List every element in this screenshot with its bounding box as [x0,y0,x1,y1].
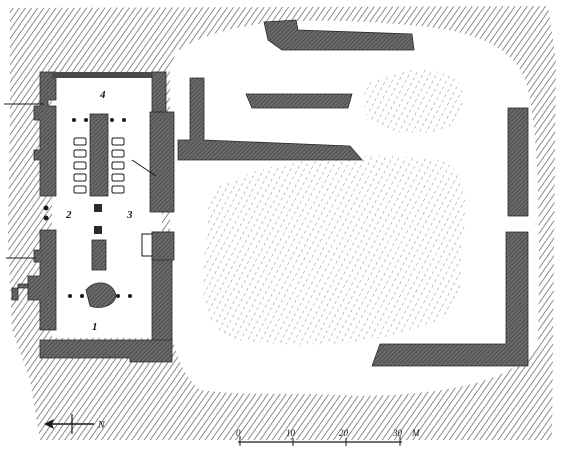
upper-mid-wall [245,93,353,109]
north-arrow: N [44,414,106,434]
leader-line-east [131,159,157,177]
bench-row-right [111,137,125,194]
inner-rubble-patch [202,155,466,345]
west-wall-lower [11,229,57,331]
scale-tick-10: 10 [286,428,296,438]
top-wall-segment [263,19,415,51]
north-label: N [97,420,106,431]
central-pier [89,113,109,197]
scale-unit: M [411,428,420,438]
east-wall-mid [149,111,175,213]
inner-rubble-patch-small [363,69,464,134]
rubble-heap [85,282,117,308]
courtyard-walls [151,19,529,367]
room-label-1: 1 [92,321,98,333]
east-south-wall [371,231,529,367]
small-pier [94,226,102,234]
east-wall-upper-segment [507,107,529,217]
scale-bar: 0 10 20 30 M [236,428,420,446]
north-wall [52,72,164,78]
bench-row-left [73,137,87,194]
south-wall [39,339,173,363]
altar-block [91,239,107,271]
scale-tick-20: 20 [339,428,349,438]
room-label-2: 2 [65,209,72,221]
scale-tick-30: 30 [392,428,403,438]
scale-tick-0: 0 [236,428,241,438]
courtyard-pier [151,231,175,261]
arrowhead-icon [44,419,54,429]
north-courtyard-wall [177,77,363,161]
room-label-4: 4 [99,89,106,101]
west-wall [33,71,57,197]
small-pier-2 [94,204,102,212]
room-label-3: 3 [126,209,133,221]
column-bases [43,118,132,298]
main-building [4,71,175,363]
east-wall-upper [151,71,167,115]
